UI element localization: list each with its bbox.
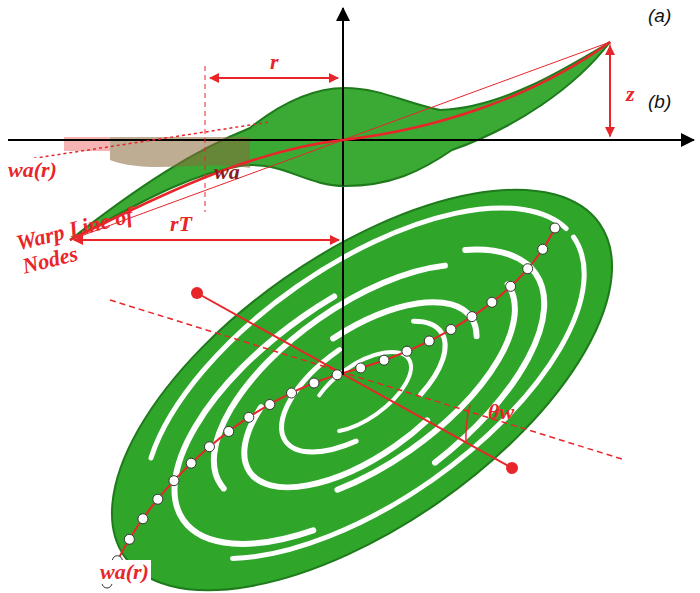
ring-marker <box>153 494 163 504</box>
ring-marker <box>309 378 319 388</box>
warp-angle-label: wa <box>214 160 240 184</box>
ring-marker <box>138 514 148 524</box>
ring-marker <box>332 370 342 380</box>
warp-angle-label: wa(r) <box>98 560 151 584</box>
ring-marker <box>356 363 366 373</box>
ring-marker <box>379 355 389 365</box>
ring-marker <box>424 336 434 346</box>
ring-marker <box>265 400 275 410</box>
warp-angle-label: wa(r) <box>6 158 59 182</box>
ring-marker <box>244 412 254 422</box>
angle-label: θw <box>488 400 514 424</box>
ring-marker <box>204 442 214 452</box>
ring-marker <box>467 312 477 322</box>
panel-label: (a) <box>648 6 671 27</box>
ring-marker <box>550 223 560 233</box>
radius-label: rT <box>168 212 194 236</box>
ring-marker <box>224 426 234 436</box>
radius-label: r <box>268 50 281 74</box>
ring-marker <box>538 244 548 254</box>
ring-marker <box>506 281 516 291</box>
panel-label: (b) <box>648 92 671 113</box>
ring-marker <box>523 264 533 274</box>
ring-marker <box>446 324 456 334</box>
ring-marker <box>186 458 196 468</box>
ring-marker <box>124 534 134 544</box>
line-of-nodes-label: Warp Line of Nodes <box>14 196 171 279</box>
ring-marker <box>402 346 412 356</box>
ring-marker <box>487 297 497 307</box>
height-label: z <box>624 82 637 106</box>
ring-marker <box>169 476 179 486</box>
ring-marker <box>287 388 297 398</box>
